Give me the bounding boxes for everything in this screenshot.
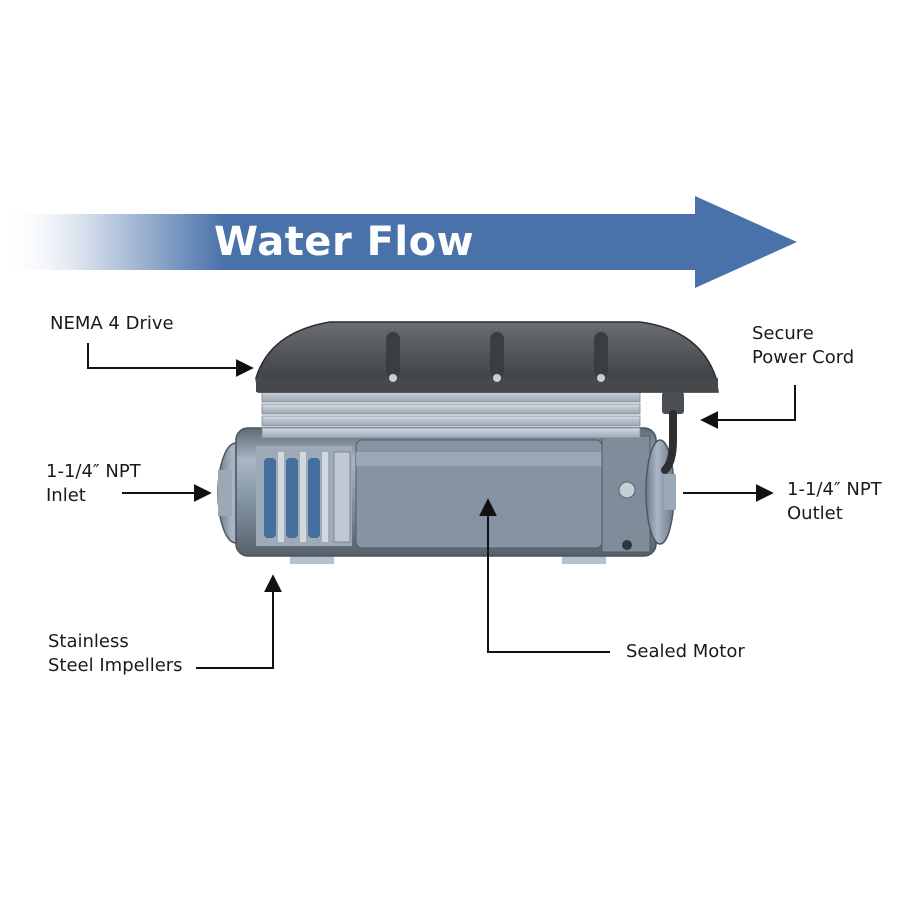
label-stainless-steel-impellers: Stainless Steel Impellers [48, 631, 183, 676]
pump-illustration [217, 321, 719, 564]
drive-leader [87, 343, 254, 377]
impellers-leader [196, 574, 282, 669]
motor-leader [479, 498, 610, 653]
label-secure-power-cord: Secure Power Cord [752, 323, 855, 368]
label-inlet: 1-1/4″ NPT Inlet [46, 461, 141, 506]
impeller-stack [256, 446, 352, 546]
power-cord-leader [700, 385, 796, 429]
label-outlet: 1-1/4″ NPT Outlet [787, 479, 882, 524]
label-nema-4-drive: NEMA 4 Drive [50, 313, 174, 334]
leader-lines [87, 343, 796, 669]
heat-sink [261, 389, 641, 439]
water-flow-label: Water Flow [214, 219, 475, 265]
label-sealed-motor: Sealed Motor [626, 641, 745, 662]
water-flow-arrow [0, 196, 797, 288]
drive-enclosure [255, 321, 719, 393]
power-cord [661, 392, 684, 474]
